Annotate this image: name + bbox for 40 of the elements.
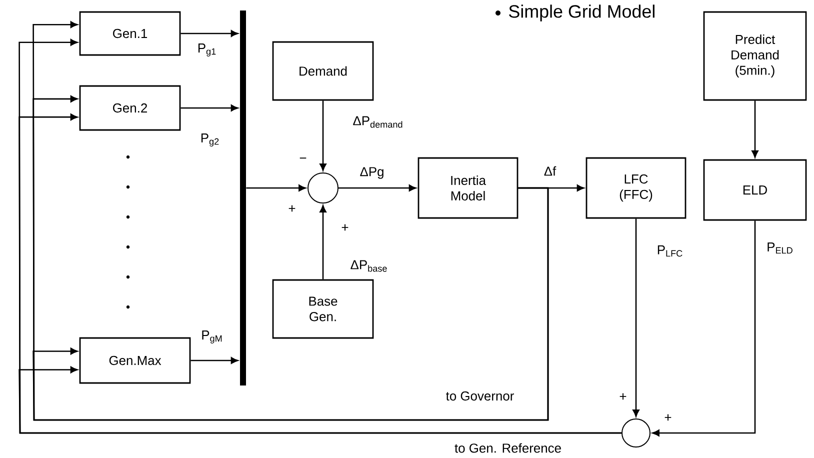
arrow xyxy=(320,205,326,280)
edge-label: P$_{ELD}$ xyxy=(766,241,794,254)
arrow xyxy=(632,218,640,417)
edge-label: P$_{LFC}$ xyxy=(656,244,684,258)
block-box: ELD xyxy=(703,159,807,221)
edge-label: ΔPg xyxy=(358,166,386,180)
arrow xyxy=(32,187,549,421)
summing-junction xyxy=(622,418,650,448)
block-box: Predict Demand (5min.) xyxy=(703,11,807,101)
sign-label: + xyxy=(620,393,626,400)
arrow xyxy=(320,100,326,171)
edge-label: Δf xyxy=(542,165,558,177)
edge-label: to Governor xyxy=(444,390,516,402)
summing-junction xyxy=(308,172,338,204)
edge-label: P$_{gM}$ xyxy=(200,330,224,344)
block-box: Gen.1 xyxy=(79,11,181,56)
arrow xyxy=(180,104,238,112)
arrow xyxy=(338,184,416,192)
block-box: Gen.Max xyxy=(79,337,191,384)
sign-label: + xyxy=(342,224,348,231)
block-box: Inertia Model xyxy=(418,157,518,219)
sign-label: + xyxy=(288,205,296,212)
edge-label: to Gen. Reference xyxy=(454,442,563,454)
edge-label: P$_{g1}$ xyxy=(196,42,218,58)
block-box: Base Gen. xyxy=(272,279,374,339)
arrow xyxy=(752,100,758,158)
block-box: LFC (FFC) xyxy=(586,157,686,219)
sign-label: + xyxy=(664,414,672,421)
arrow xyxy=(18,366,622,434)
sign-label: − xyxy=(300,158,306,159)
block-box: Demand xyxy=(272,41,374,101)
edge-label: P$_{g2}$ xyxy=(199,132,221,148)
block-box: Gen.2 xyxy=(79,85,181,131)
arrow xyxy=(180,30,238,37)
arrow xyxy=(190,357,238,364)
edge-label: ΔP$_{base}$ xyxy=(349,259,389,273)
edge-label: ΔP$_{demand}$ xyxy=(352,115,404,129)
arrow xyxy=(246,184,306,192)
title: Simple Grid Model xyxy=(509,4,654,22)
arrow xyxy=(652,220,756,436)
